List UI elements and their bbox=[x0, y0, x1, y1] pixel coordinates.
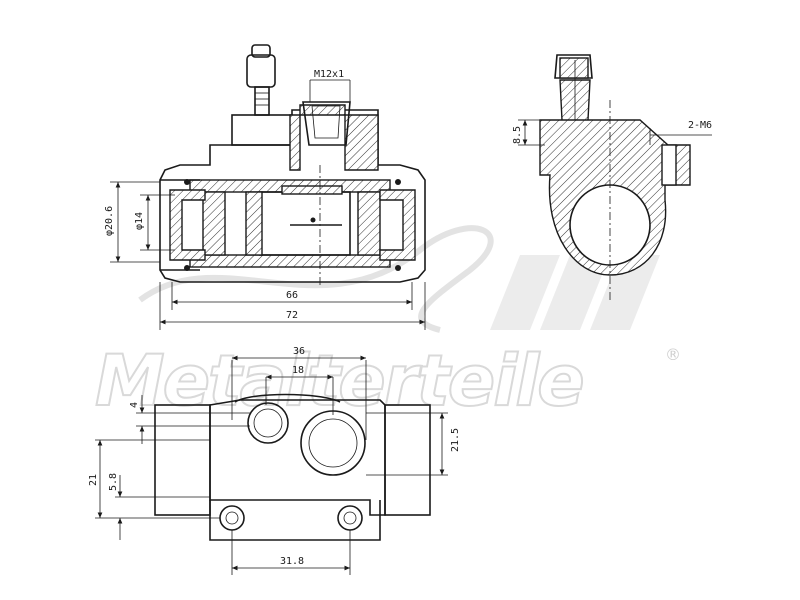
dim-length-overall-label: 72 bbox=[286, 310, 298, 321]
dim-length-inner-label: 66 bbox=[286, 290, 298, 301]
dim-left-height-label: 21 bbox=[88, 474, 99, 486]
watermark: Metalterteile ® bbox=[94, 225, 681, 423]
dim-left-small-label: 5.8 bbox=[108, 473, 119, 491]
dim-right-height-label: 21.5 bbox=[450, 428, 461, 452]
dim-bore-outer-label: φ20.6 bbox=[104, 206, 115, 236]
watermark-text: Metalterteile bbox=[95, 340, 583, 422]
front-dimensions: M12x1 φ20.6 φ14 66 72 bbox=[104, 69, 426, 330]
side-dimensions: 8.5 2-M6 bbox=[512, 119, 712, 146]
dim-top-offset-label: 4 bbox=[129, 402, 140, 408]
watermark-stripes bbox=[490, 255, 660, 330]
dim-side-thread-label: 2-M6 bbox=[688, 120, 712, 131]
dim-bottom-width-label: 31.8 bbox=[280, 556, 304, 567]
watermark-swoosh bbox=[138, 225, 494, 333]
dim-side-height-label: 8.5 bbox=[512, 126, 523, 144]
dim-top-width-inner-label: 18 bbox=[292, 365, 304, 376]
dim-bore-inner-label: φ14 bbox=[134, 212, 145, 230]
top-dimensions: 36 18 4 21.5 21 5.8 31.8 bbox=[88, 346, 461, 575]
bleeder-screw bbox=[231, 44, 293, 146]
watermark-registered-mark: ® bbox=[665, 345, 681, 364]
dim-top-width-label: 36 bbox=[293, 346, 305, 357]
front-section-view bbox=[159, 44, 426, 285]
dim-thread-label: M12x1 bbox=[314, 69, 344, 80]
side-section-view bbox=[539, 54, 691, 300]
